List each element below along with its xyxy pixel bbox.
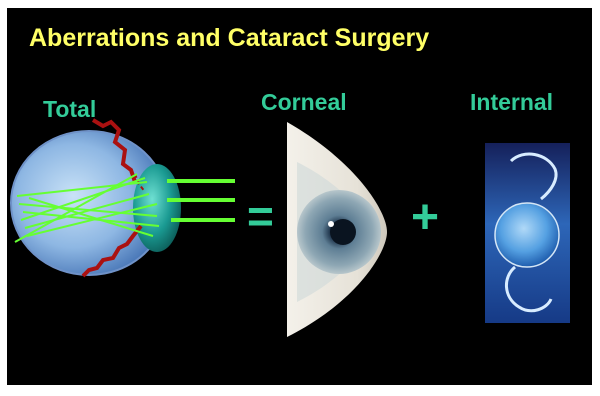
eye-diagram <box>7 108 247 283</box>
label-corneal: Corneal <box>261 89 347 116</box>
label-internal: Internal <box>470 89 553 116</box>
highlight <box>328 221 334 227</box>
iol-optic <box>495 203 559 267</box>
cornea-image <box>287 122 392 337</box>
slide: Aberrations and Cataract Surgery Total C… <box>7 8 592 385</box>
pupil <box>330 219 356 245</box>
slide-title: Aberrations and Cataract Surgery <box>29 24 429 53</box>
plus-sign: + <box>411 194 439 242</box>
iol-image <box>485 143 570 323</box>
equals-sign: = <box>247 193 274 239</box>
